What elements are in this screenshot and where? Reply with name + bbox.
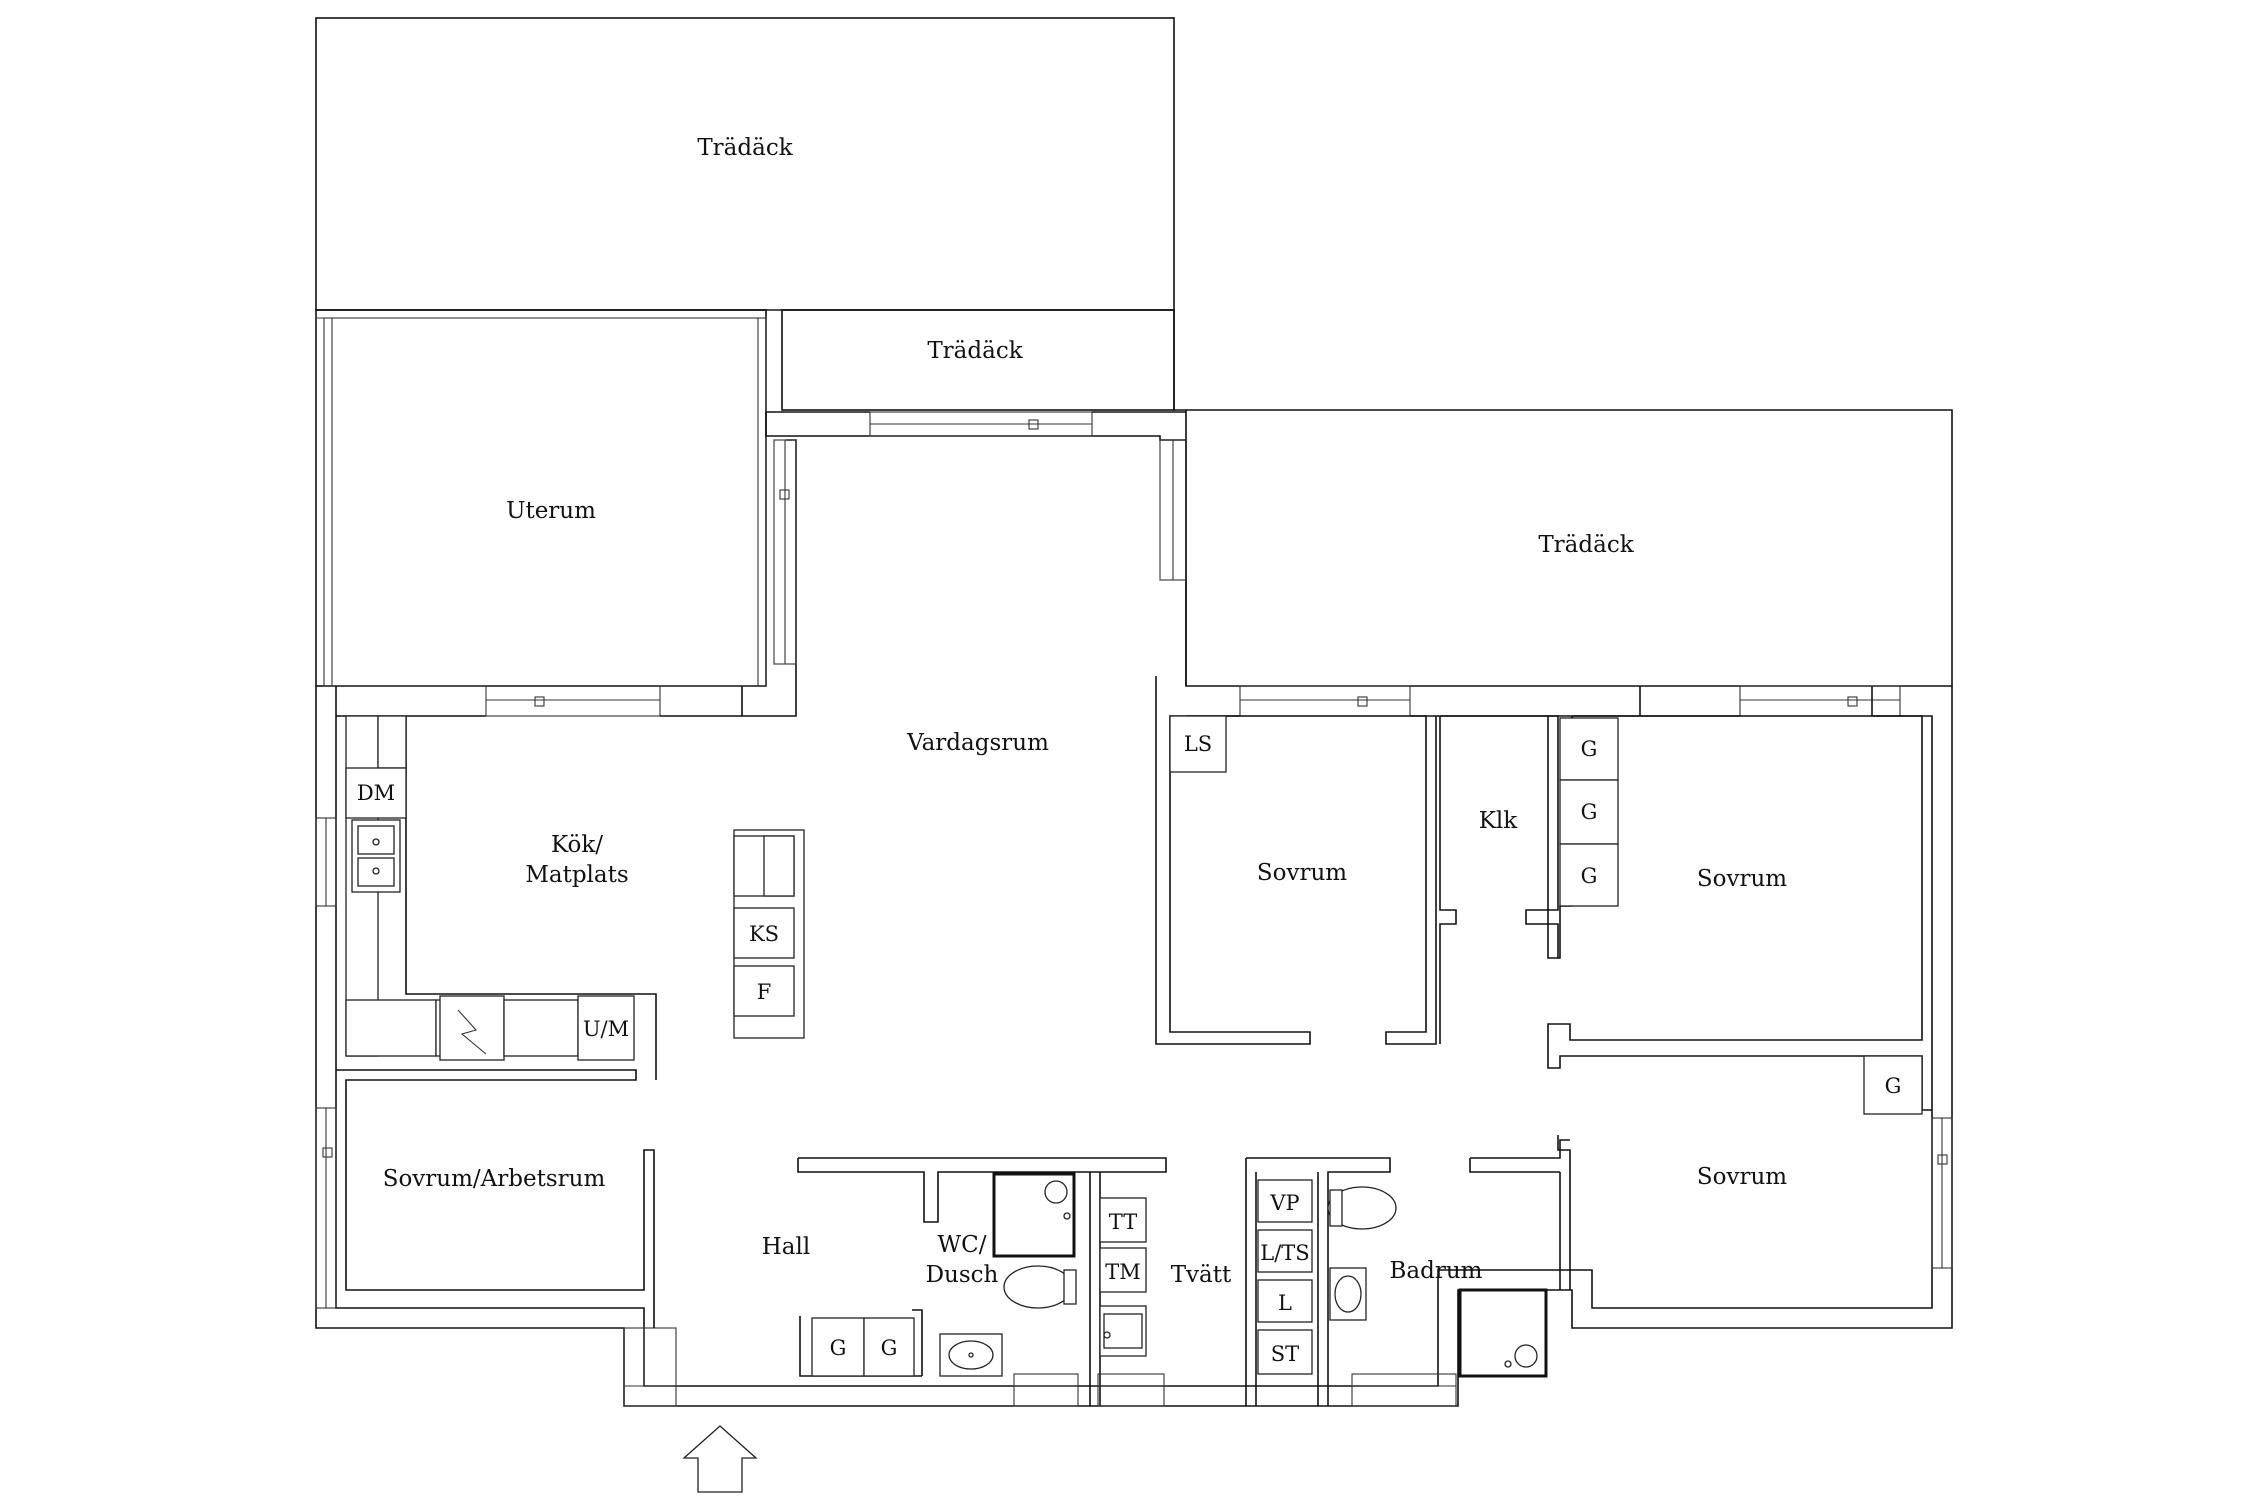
- dm-label: DM: [357, 781, 395, 805]
- room-label-sovrum-arbetsrum: Sovrum/Arbetsrum: [383, 1166, 606, 1192]
- bedroom-fixtures: LS G G G G: [1169, 715, 1923, 1115]
- kitchen-island: KS F: [733, 829, 805, 1039]
- room-label-uterum: Uterum: [506, 498, 596, 524]
- tt-label: TT: [1109, 1210, 1137, 1234]
- room-label-klk: Klk: [1479, 808, 1519, 834]
- ls-label: LS: [1184, 732, 1212, 756]
- room-label-sovrum-3: Sovrum: [1697, 1164, 1787, 1190]
- room-label-tradack-right: Trädäck: [1538, 532, 1634, 558]
- vp-label: VP: [1269, 1191, 1299, 1215]
- room-label-badrum: Badrum: [1390, 1258, 1483, 1284]
- laundry-fixtures: TT TM: [1099, 1197, 1147, 1357]
- l-label: L: [1278, 1291, 1292, 1315]
- room-label-vardagsrum: Vardagsrum: [906, 730, 1049, 756]
- lts-label: L/TS: [1260, 1241, 1309, 1265]
- room-label-kok-line2: Matplats: [525, 862, 628, 888]
- kitchen-counter: DM U/M: [345, 715, 635, 1061]
- room-label-hall: Hall: [762, 1234, 810, 1260]
- room-label-sovrum-2: Sovrum: [1697, 866, 1787, 892]
- room-label-sovrum-1: Sovrum: [1257, 860, 1347, 886]
- room-label-wc-line1: WC/: [938, 1232, 987, 1258]
- g-hall-2-label: G: [881, 1336, 898, 1360]
- deck-right: [1173, 310, 1953, 687]
- room-label-wc-line2: Dusch: [926, 1262, 999, 1288]
- room-label-tradack-top: Trädäck: [697, 135, 793, 161]
- wc-fixtures: [939, 1172, 1077, 1377]
- f-label: F: [757, 980, 772, 1004]
- deck-top: [315, 17, 1175, 311]
- g-bed-2-label: G: [1581, 800, 1598, 824]
- g-hall-1-label: G: [830, 1336, 847, 1360]
- g-bed-3-label: G: [1581, 864, 1598, 888]
- hall-closets: G G: [811, 1317, 915, 1377]
- um-label: U/M: [583, 1017, 629, 1041]
- tm-label: TM: [1105, 1260, 1141, 1284]
- room-label-tvatt: Tvätt: [1171, 1262, 1232, 1288]
- room-label-kok-line1: Kök/: [551, 832, 603, 858]
- ks-label: KS: [749, 922, 779, 946]
- g-bed-1-label: G: [1581, 737, 1598, 761]
- g-bed-4-label: G: [1885, 1074, 1902, 1098]
- st-label: ST: [1271, 1342, 1299, 1366]
- bathroom-fixtures: VP L/TS L ST: [1257, 1179, 1548, 1378]
- room-labels: Trädäck Trädäck Trädäck Uterum Vardagsru…: [383, 135, 1788, 1288]
- entrance-arrow-icon: [682, 1425, 758, 1493]
- room-label-tradack-middle: Trädäck: [927, 338, 1023, 364]
